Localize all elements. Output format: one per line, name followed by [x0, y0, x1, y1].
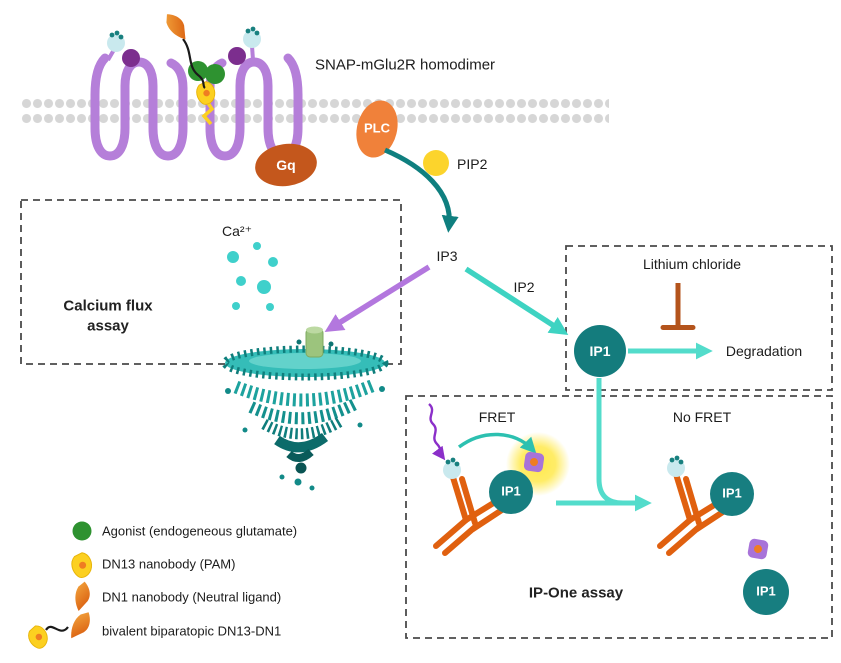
gq-label: Gq: [276, 156, 296, 173]
agonist-icon: [72, 521, 92, 541]
ip1-free-label: IP1: [756, 583, 776, 599]
gq-node: [255, 143, 317, 187]
dn13-nanobody-icon: [71, 552, 93, 579]
lithium-chloride-label: Lithium chloride: [642, 255, 742, 272]
legend-agonist-label: Agonist (endogeneous glutamate): [102, 523, 298, 539]
snap-tag-icon: [243, 26, 261, 48]
donor-fluorophore-icon: [443, 457, 461, 479]
legend-dn13-label: DN13 nanobody (PAM): [102, 556, 236, 572]
receptor-monomer-left: [90, 53, 188, 161]
ip2-label: IP2: [513, 278, 535, 295]
receptor-label: SNAP-mGlu2R homodimer: [315, 56, 496, 74]
no-fret-label: No FRET: [672, 408, 732, 425]
ip1-nofret-label: IP1: [722, 485, 742, 501]
ip-one-assay-title: IP-One assay: [528, 584, 624, 602]
receptor-stalk: [250, 45, 255, 61]
acceptor-fluorophore-icon: [523, 451, 545, 473]
bivalent-dn13-dn1-icon: [25, 608, 97, 651]
plc-node: [356, 100, 398, 158]
calcium-ions: [227, 242, 278, 311]
legend-bivalent-label: bivalent biparatopic DN13-DN1: [102, 623, 282, 639]
ip1-nofret-node: [710, 472, 754, 516]
dn1-nanobody-icon: [70, 580, 94, 613]
bivalent-linker: [182, 38, 206, 89]
dn13-tail: [201, 99, 215, 126]
ip1-fret-node: [489, 470, 533, 514]
energy-transfer-arrow: [457, 432, 537, 454]
cell-membrane: [21, 96, 609, 126]
calcium-assay-title: Calcium flux assay: [63, 297, 153, 335]
receptor-monomer-right: [205, 53, 303, 161]
excitation-photon-icon: [428, 403, 446, 461]
ip3-label: IP3: [436, 247, 458, 264]
er-calcium-store: [221, 326, 389, 491]
legend-dn1-label: DN1 nanobody (Neutral ligand): [102, 589, 282, 605]
fret-label: FRET: [478, 408, 516, 425]
legend-icons: [25, 521, 97, 651]
ip1-node-label: IP1: [589, 342, 611, 359]
ip1-node: [574, 325, 626, 377]
pip2-node: [423, 150, 449, 176]
plc-label: PLC: [364, 120, 390, 136]
receptor-domain-ball: [228, 47, 246, 65]
no-fret-complex: [660, 455, 789, 615]
snap-tag-icon: [107, 30, 125, 52]
pip2-label: PIP2: [457, 155, 488, 172]
acceptor-fluorophore-icon: [746, 537, 770, 561]
plc-to-ip3-arrow: [384, 147, 459, 233]
calcium-ion-label: Ca²⁺: [222, 222, 252, 239]
ip3-to-ip1-arrow: [464, 266, 569, 336]
dn13-nanobody-icon: [196, 81, 216, 105]
receptor-domain-ball: [122, 49, 140, 67]
degradation-label: Degradation: [725, 342, 803, 359]
calcium-assay-box: [20, 199, 402, 365]
fret-complex: [428, 403, 570, 553]
ip1-fret-label: IP1: [501, 483, 521, 499]
receptor-snap-mglu2r: [90, 9, 303, 161]
donor-fluorophore-icon: [667, 455, 685, 477]
ip-one-assay-box: [405, 395, 833, 639]
dn1-nanobody-icon: [162, 9, 191, 44]
ip3-to-er-arrow: [324, 264, 431, 332]
ip1-free-node: [743, 569, 789, 615]
agonist-icon: [205, 64, 225, 84]
